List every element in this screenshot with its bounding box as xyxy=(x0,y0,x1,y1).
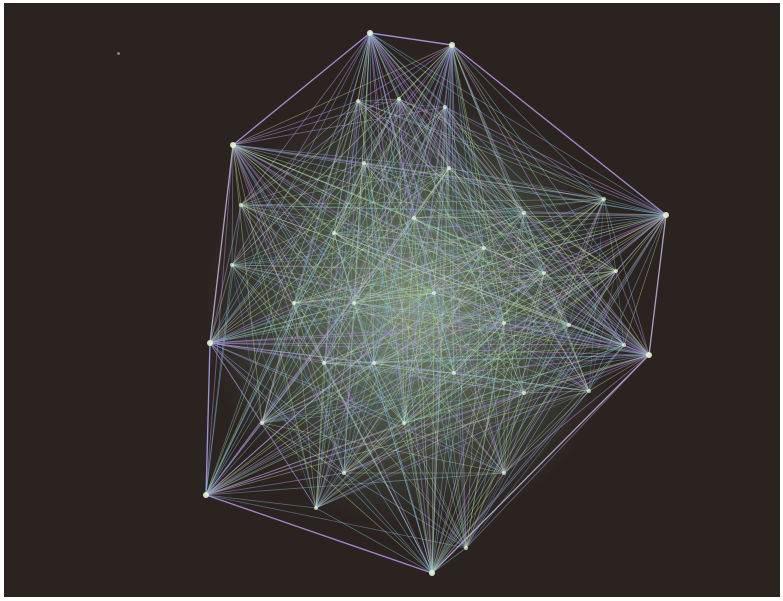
vertex xyxy=(567,323,571,327)
vertex xyxy=(367,30,373,36)
vertex xyxy=(502,321,506,325)
edge xyxy=(649,215,666,355)
vertex xyxy=(412,216,416,220)
vertex xyxy=(207,340,213,346)
vertex xyxy=(230,142,236,148)
vertex xyxy=(449,42,455,48)
vertex xyxy=(452,371,456,375)
vertex xyxy=(502,471,506,475)
render-viewport xyxy=(4,3,780,597)
vertex xyxy=(522,391,526,395)
vertex xyxy=(402,421,406,425)
vertex xyxy=(397,97,401,101)
vertex xyxy=(614,269,618,273)
vertex xyxy=(447,166,451,170)
vertex xyxy=(260,421,264,425)
edge xyxy=(624,215,666,345)
vertex xyxy=(622,343,626,347)
vertex xyxy=(356,99,360,103)
vertex xyxy=(443,105,447,109)
vertex xyxy=(542,271,546,275)
vertex xyxy=(646,352,652,358)
vertex xyxy=(602,197,606,201)
vertex xyxy=(587,389,591,393)
vertex xyxy=(522,211,526,215)
vertex xyxy=(362,161,366,165)
vertex xyxy=(292,301,296,305)
vertex xyxy=(352,301,356,305)
vertex xyxy=(429,570,435,576)
polytope-wireframe xyxy=(4,3,780,597)
vertex xyxy=(432,291,436,295)
vertex xyxy=(482,246,486,250)
vertex xyxy=(663,212,669,218)
vertex xyxy=(239,203,243,207)
vertex xyxy=(322,361,326,365)
vertex xyxy=(372,361,376,365)
vertex xyxy=(464,546,468,550)
vertex xyxy=(230,263,234,267)
vertex xyxy=(203,492,209,498)
vertex xyxy=(332,231,336,235)
edge xyxy=(370,33,452,45)
vertex xyxy=(314,506,318,510)
vertex xyxy=(342,471,346,475)
